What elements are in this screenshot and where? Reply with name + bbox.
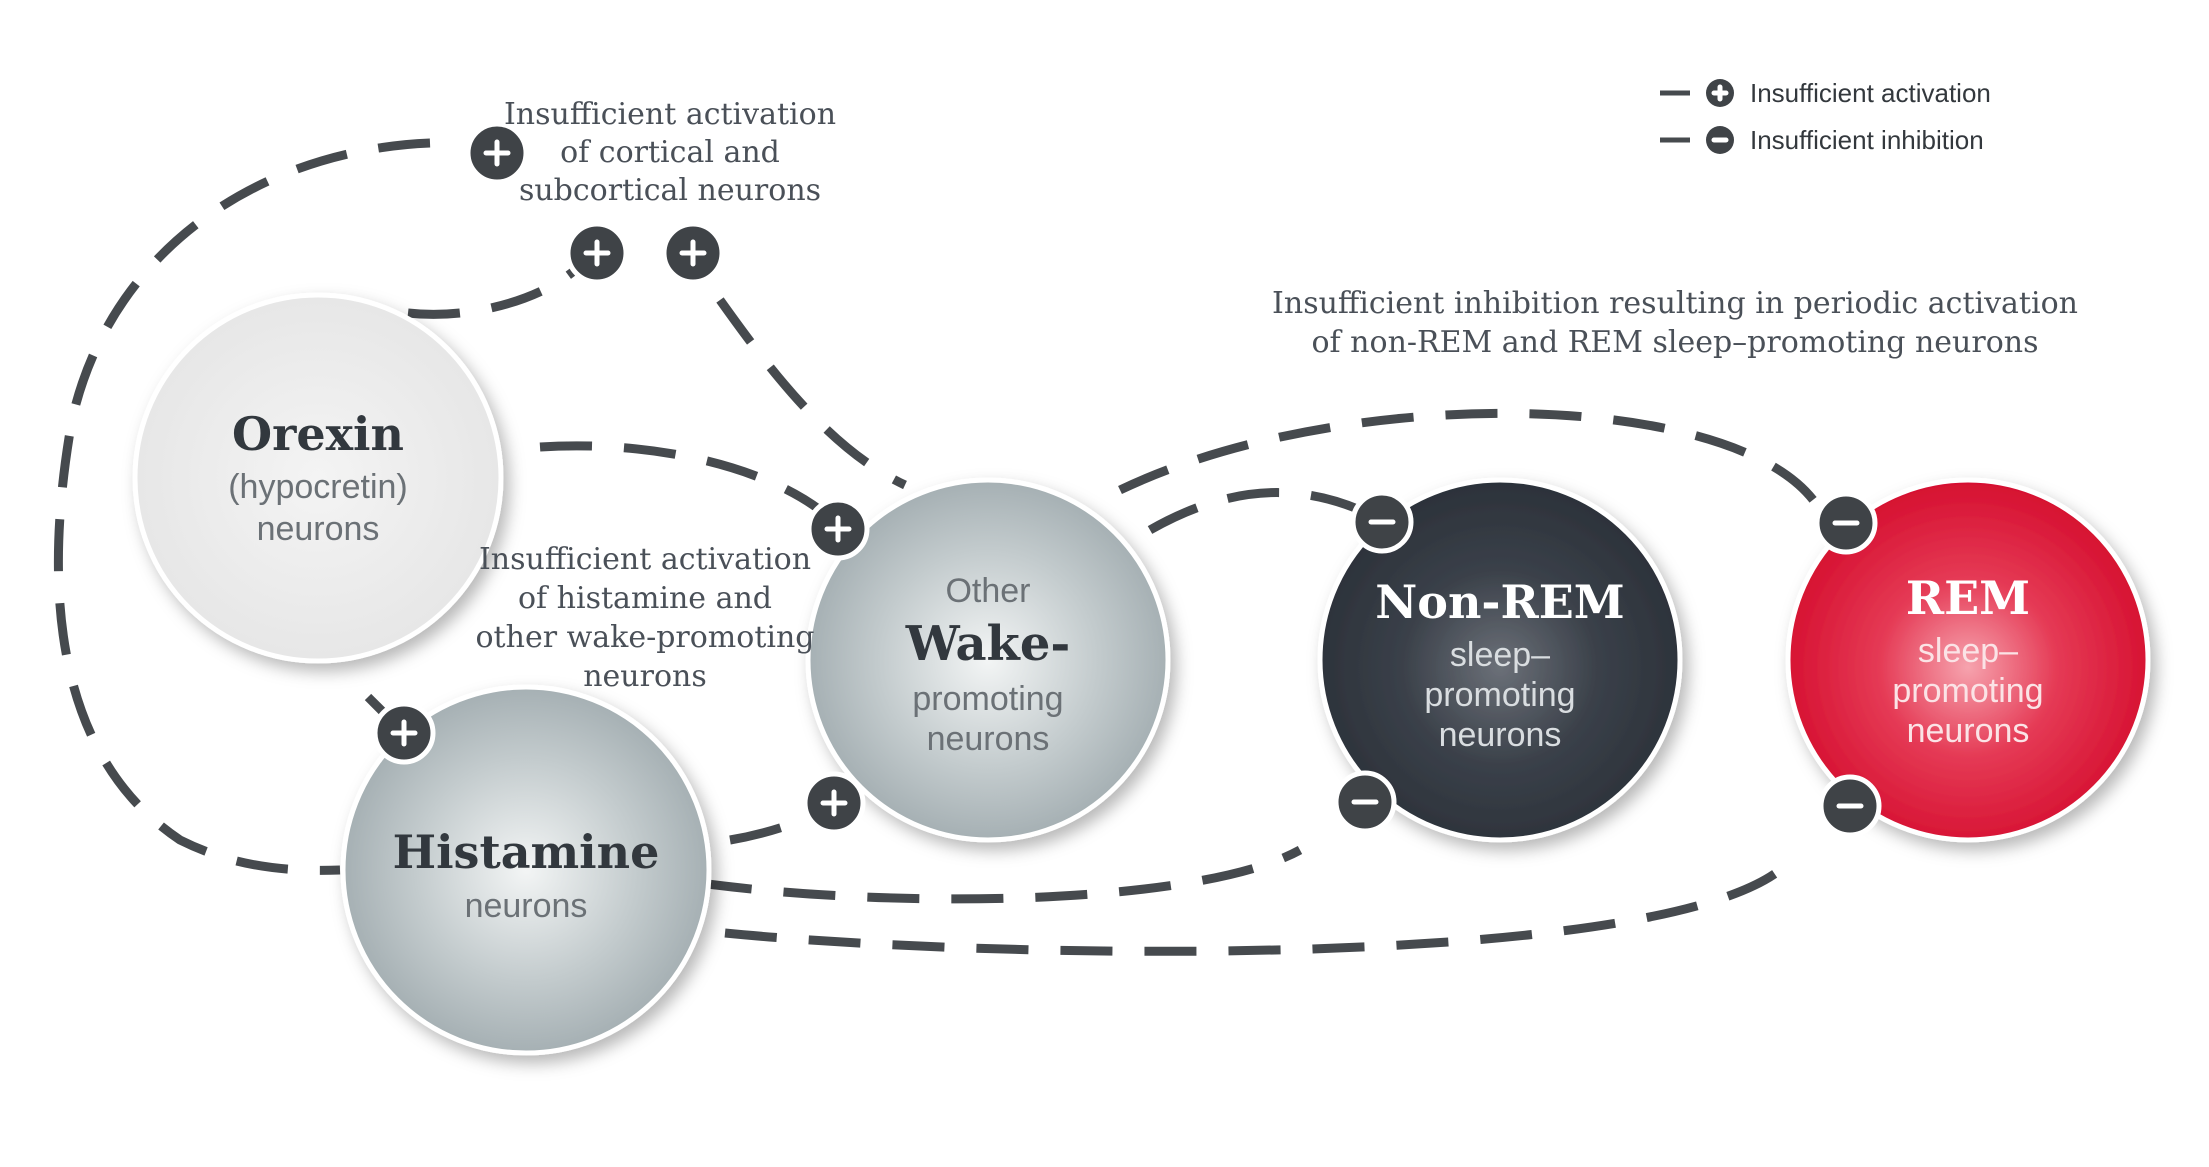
orexin-title: Orexin xyxy=(232,407,404,461)
plus-icon xyxy=(372,701,436,765)
annotation-histamine-line-4: neurons xyxy=(583,659,707,694)
rem-title: REM xyxy=(1906,571,2030,625)
path-outer-loop xyxy=(53,138,431,875)
wake-pre: Other xyxy=(945,572,1030,610)
annotation-cortical-line-2: of cortical and xyxy=(560,135,780,170)
legend-activation-label: Insufficient activation xyxy=(1750,78,1991,108)
histamine-title: Histamine xyxy=(393,825,660,879)
annotation-sleep-line-1: Insufficient inhibition resulting in per… xyxy=(1272,286,2078,321)
histamine-line-1: neurons xyxy=(465,887,588,925)
annotation-cortical-line-1: Insufficient activation xyxy=(504,97,836,132)
wake-line-1: promoting xyxy=(912,680,1063,718)
annotation-histamine: Insufficient activation of histamine and… xyxy=(476,542,815,694)
wake-title: Wake- xyxy=(905,616,1071,672)
annotation-cortical: Insufficient activation of cortical and … xyxy=(504,97,836,208)
path-orexin-to-cortical xyxy=(407,266,578,319)
rem-line-3: neurons xyxy=(1907,712,2030,750)
activation-badges xyxy=(372,121,870,835)
node-orexin: Orexin (hypocretin) neurons xyxy=(132,292,504,664)
inhibition-badges xyxy=(1333,490,1882,838)
rem-line-2: promoting xyxy=(1892,672,2043,710)
rem-circle xyxy=(1785,477,2151,843)
annotation-histamine-line-3: other wake-promoting xyxy=(476,620,815,655)
annotation-sleep-line-2: of non-REM and REM sleep–promoting neuro… xyxy=(1311,325,2038,360)
wake-line-2: neurons xyxy=(927,720,1050,758)
plus-icon xyxy=(661,221,725,285)
histamine-circle xyxy=(340,684,712,1056)
minus-icon xyxy=(1333,770,1397,834)
path-cortical-to-wake xyxy=(716,297,907,490)
minus-icon xyxy=(1706,126,1734,154)
plus-icon xyxy=(806,497,870,561)
orexin-circle xyxy=(132,292,504,664)
node-histamine: Histamine neurons xyxy=(340,684,712,1056)
legend: Insufficient activation Insufficient inh… xyxy=(1660,78,1991,155)
path-orexin-to-wake xyxy=(539,441,823,514)
path-wake-to-nonrem-top xyxy=(1147,488,1362,534)
plus-icon xyxy=(802,771,866,835)
path-histamine-to-rem xyxy=(724,866,1783,956)
nonrem-line-2: promoting xyxy=(1424,676,1575,714)
annotation-cortical-line-3: subcortical neurons xyxy=(519,173,821,208)
nonrem-circle xyxy=(1317,477,1683,843)
orexin-line-2: neurons xyxy=(257,510,380,548)
plus-icon xyxy=(465,121,529,185)
node-nonrem: Non-REM sleep– promoting neurons xyxy=(1317,477,1683,843)
minus-icon xyxy=(1814,491,1878,555)
legend-inhibition-label: Insufficient inhibition xyxy=(1750,125,1984,155)
plus-icon xyxy=(1706,79,1734,107)
plus-icon xyxy=(565,221,629,285)
wake-circle xyxy=(805,477,1171,843)
path-histamine-to-wake xyxy=(729,813,810,845)
annotation-histamine-line-1: Insufficient activation xyxy=(479,542,811,577)
minus-icon xyxy=(1818,774,1882,838)
nonrem-line-3: neurons xyxy=(1439,716,1562,754)
connection-paths xyxy=(53,138,1824,956)
nonrem-line-1: sleep– xyxy=(1450,636,1550,674)
path-histamine-to-nonrem xyxy=(699,846,1303,904)
annotation-sleep: Insufficient inhibition resulting in per… xyxy=(1272,286,2078,360)
orexin-line-1: (hypocretin) xyxy=(228,468,408,506)
minus-icon xyxy=(1350,490,1414,554)
annotation-histamine-line-2: of histamine and xyxy=(518,581,772,616)
nonrem-title: Non-REM xyxy=(1375,575,1624,629)
node-rem: REM sleep– promoting neurons xyxy=(1785,477,2151,843)
path-wake-to-rem-top xyxy=(1118,408,1824,513)
rem-line-1: sleep– xyxy=(1918,632,2018,670)
node-wake: Other Wake- promoting neurons xyxy=(805,477,1171,843)
